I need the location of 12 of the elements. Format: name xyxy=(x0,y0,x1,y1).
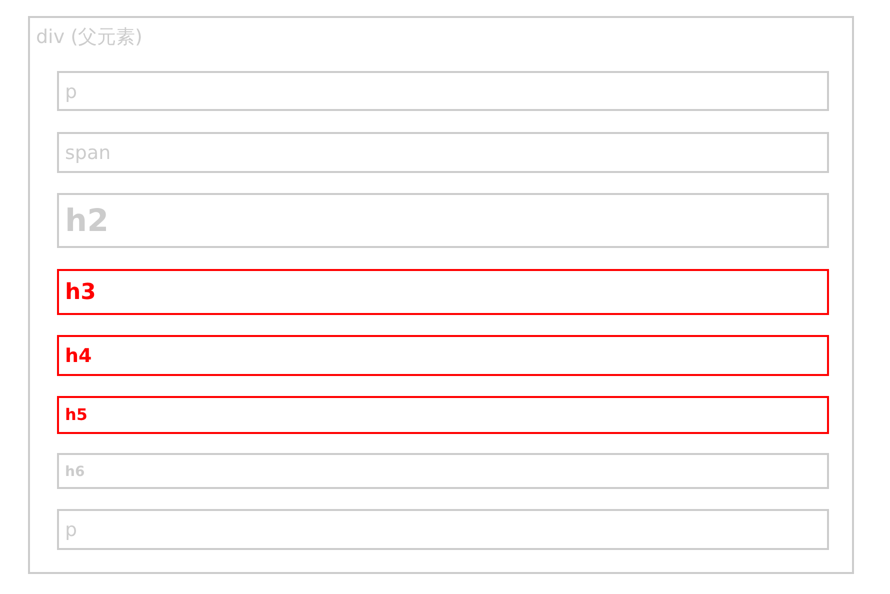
element-box xyxy=(57,132,829,173)
element-box xyxy=(57,453,829,489)
element-label: h3 xyxy=(65,282,96,304)
element-label: h4 xyxy=(65,347,92,366)
element-box xyxy=(57,335,829,376)
element-box xyxy=(57,269,829,315)
element-label: h5 xyxy=(65,407,88,423)
element-box xyxy=(57,509,829,550)
element-box xyxy=(57,71,829,111)
container-box xyxy=(28,16,854,574)
element-box xyxy=(57,193,829,248)
element-box xyxy=(57,396,829,434)
